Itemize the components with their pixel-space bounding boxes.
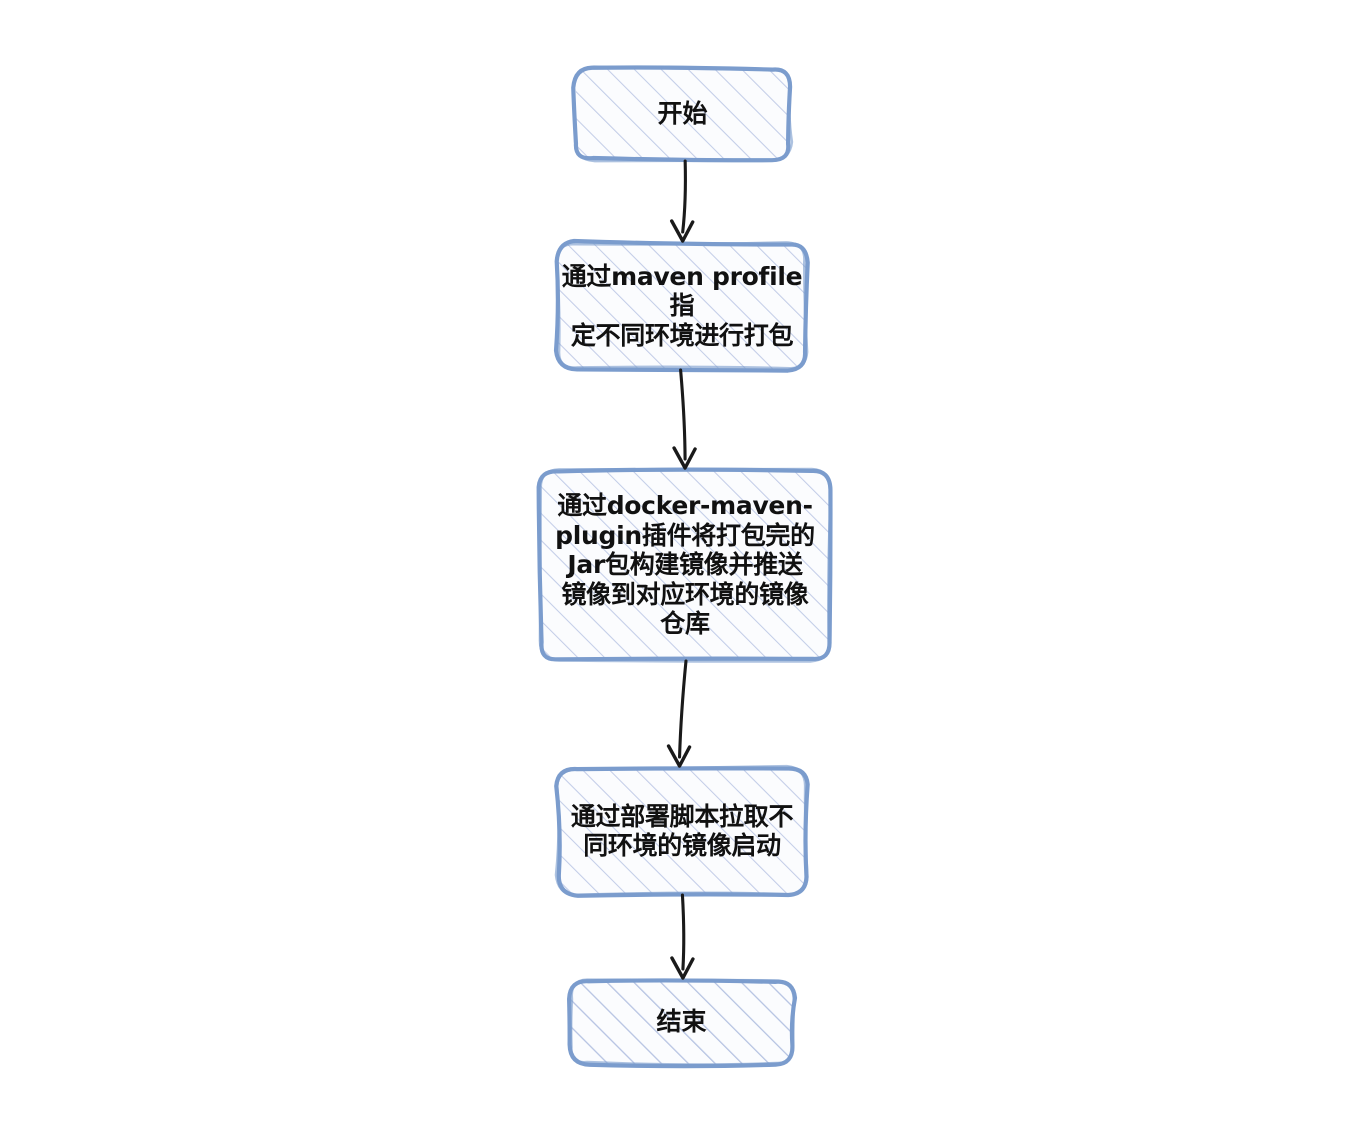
node-fill-deploy-script — [557, 766, 806, 895]
node-fill-maven-profile — [557, 242, 807, 370]
edge-arrowhead-e4 — [670, 956, 695, 980]
flow-edge-e2 — [672, 368, 697, 470]
edge-arrowhead-e1 — [670, 219, 695, 243]
edges-layer — [666, 159, 697, 980]
node-fill-end — [569, 978, 794, 1065]
edge-line-e4 — [680, 893, 686, 971]
flow-node-deploy-script[interactable] — [554, 764, 810, 898]
flow-node-docker-maven-plugin[interactable] — [536, 467, 833, 663]
flow-edge-e1 — [670, 159, 695, 243]
nodes-layer — [536, 65, 833, 1069]
node-border-start — [572, 65, 794, 163]
edge-line-e3 — [677, 659, 688, 759]
flow-node-maven-profile[interactable] — [553, 238, 810, 373]
node-fill-docker-maven-plugin — [539, 469, 831, 661]
node-border-end — [567, 978, 798, 1069]
flow-edge-e4 — [670, 893, 695, 980]
edge-arrowhead-e3 — [666, 744, 692, 768]
edge-line-e1 — [681, 159, 687, 234]
node-border-docker-maven-plugin — [538, 467, 833, 663]
edge-line-e2 — [679, 368, 687, 461]
node-border-deploy-script — [554, 764, 809, 897]
flow-node-end[interactable] — [567, 978, 798, 1069]
node-border-maven-profile — [555, 241, 809, 370]
node-fill-start — [575, 66, 791, 161]
edge-arrowhead-e2 — [672, 446, 697, 470]
node-border-end — [569, 978, 796, 1066]
flow-node-start[interactable] — [571, 65, 794, 163]
flow-edge-e3 — [666, 659, 692, 768]
